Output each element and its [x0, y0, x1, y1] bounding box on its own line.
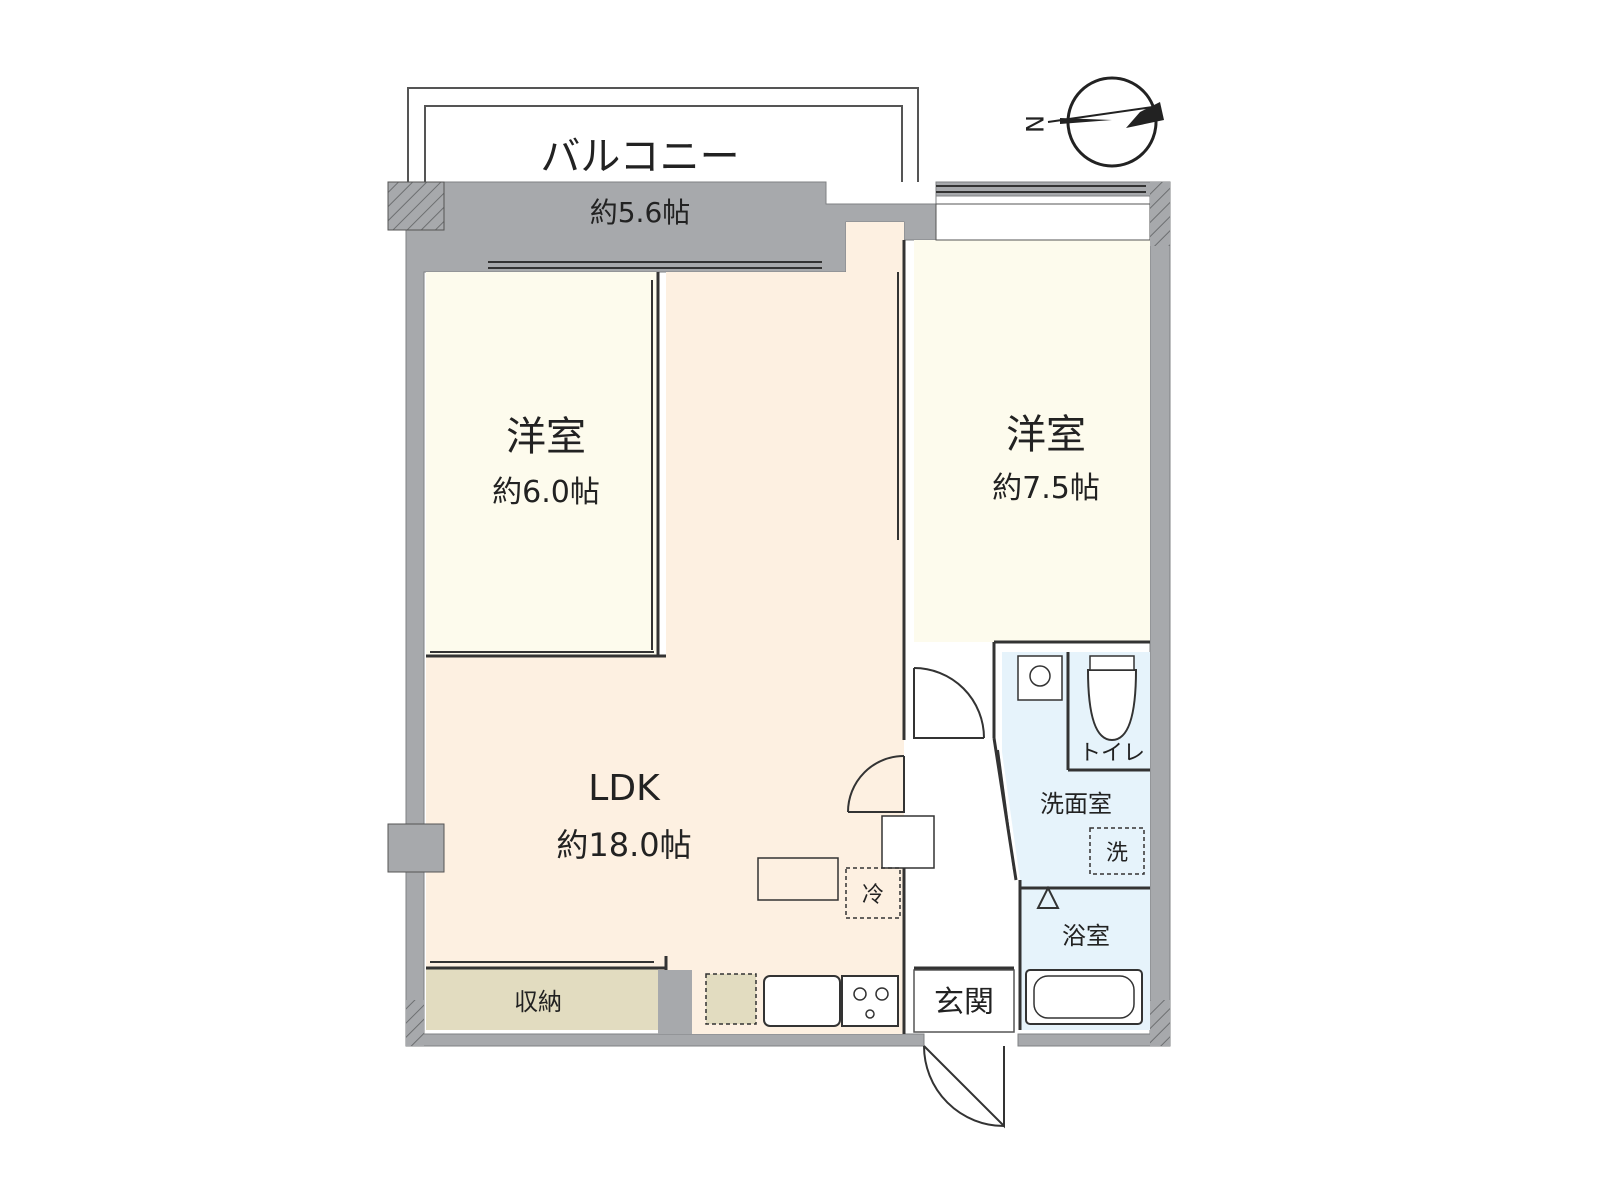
- entrance-floor: [913, 969, 1015, 1033]
- balcony-outline: [407, 87, 919, 188]
- stove-burner-1: [853, 987, 867, 1001]
- column-left-bottom: [406, 1000, 424, 1046]
- ldk-floor: [426, 222, 904, 1034]
- compass-tail-icon: [1060, 118, 1112, 124]
- column-kitchen-right: [881, 815, 935, 869]
- toilet-tank: [1089, 655, 1135, 671]
- balcony-size: 約5.6帖: [590, 196, 691, 229]
- stove-burner-3: [865, 1009, 875, 1019]
- column-right-bottom: [1150, 1000, 1170, 1046]
- entrance-name: 玄関: [934, 985, 994, 1020]
- basin-bowl: [1029, 665, 1051, 687]
- western1-name: 洋室: [506, 414, 586, 460]
- fridge-label: 冷: [862, 883, 884, 908]
- washroom-name: 洗面室: [1040, 790, 1112, 818]
- compass-arrow-icon: [1126, 102, 1164, 128]
- wet-fixtures: [1017, 655, 1145, 1025]
- column-balcony: [387, 181, 445, 231]
- western2-name: 洋室: [1006, 412, 1086, 458]
- windows: [430, 185, 1146, 963]
- western-room-1-floor: [426, 272, 658, 656]
- compass-label: N: [1020, 115, 1048, 133]
- bathtub-inner: [1033, 975, 1135, 1019]
- sink: [763, 975, 841, 1027]
- western2-size: 約7.5帖: [992, 471, 1100, 506]
- storage-name: 収納: [514, 988, 562, 1016]
- door-swings: [847, 667, 1060, 1129]
- western-room-2-floor: [914, 240, 1150, 642]
- column-right-top: [1150, 182, 1170, 246]
- ldk-name: LDK: [588, 768, 661, 809]
- stove-burner-2: [875, 987, 889, 1001]
- bathroom-name: 浴室: [1062, 922, 1110, 950]
- balcony-strip: [935, 203, 1151, 241]
- counter: [757, 857, 839, 901]
- wet-area-floor: [1002, 652, 1150, 1030]
- kitchen-fixtures: [705, 815, 935, 1027]
- toilet-name: トイレ: [1079, 741, 1145, 766]
- column-left: [387, 823, 445, 873]
- basin: [1017, 655, 1063, 701]
- kitchen-storage-box: [705, 973, 757, 1025]
- labels: バルコニー 約5.6帖 洋室 約6.0帖 洋室 約7.5帖 LDK 約18.0帖…: [492, 134, 1145, 1020]
- western1-size: 約6.0帖: [492, 475, 600, 510]
- ldk-size: 約18.0帖: [556, 826, 691, 864]
- column-kitchen: [658, 970, 692, 1034]
- storage-floor: [426, 968, 658, 1030]
- washer-label: 洗: [1106, 841, 1128, 866]
- compass: N: [1020, 76, 1164, 168]
- toilet-bowl: [1086, 669, 1138, 742]
- outer-wall: [405, 181, 1171, 1047]
- washer-space: [1089, 827, 1145, 875]
- fridge-space: [845, 867, 901, 919]
- balcony-name: バルコニー: [540, 134, 739, 180]
